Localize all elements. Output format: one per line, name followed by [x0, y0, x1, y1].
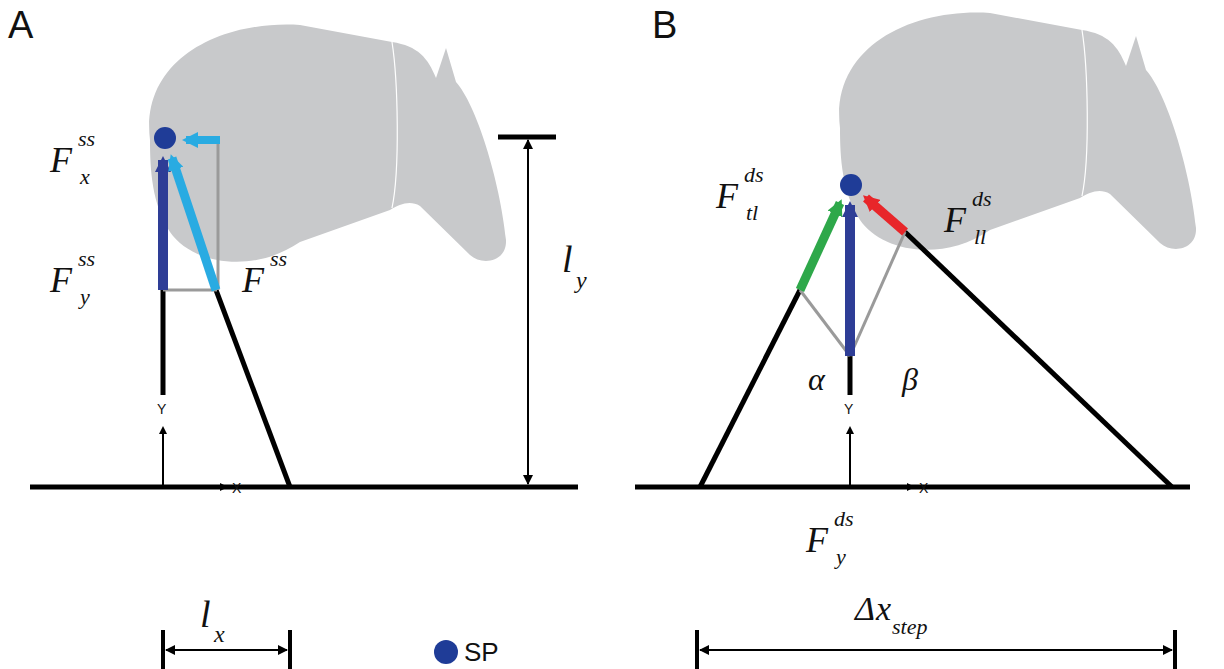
dimension-subscript: x — [214, 622, 225, 646]
force-superscript: ds — [744, 164, 764, 186]
axis-label: Y — [844, 402, 853, 416]
dimension-subscript: y — [576, 268, 587, 292]
force-symbol: F — [242, 262, 264, 298]
force-subscript: x — [80, 166, 90, 188]
force-superscript: ss — [78, 248, 95, 270]
panel-letter: B — [652, 6, 677, 44]
legend-swatch — [434, 640, 458, 664]
force-symbol: F — [50, 142, 72, 178]
dimension-symbol: x — [876, 592, 891, 626]
force-symbol: F — [806, 522, 828, 558]
force-subscript: ll — [974, 226, 986, 248]
force-superscript: ds — [972, 188, 992, 210]
dimension-symbol: l — [200, 595, 211, 633]
dimension-subscript: step — [892, 616, 927, 638]
force-symbol: F — [944, 202, 966, 238]
legend-text: SP — [464, 639, 499, 665]
force-symbol: F — [50, 262, 72, 298]
force-superscript: ss — [270, 248, 287, 270]
force-subscript: y — [836, 546, 846, 568]
horse-silhouette — [839, 13, 1196, 250]
angle-label: β — [902, 363, 918, 395]
force-subscript: tl — [746, 202, 758, 224]
axis-label: X — [232, 481, 241, 495]
dimension-symbol: l — [562, 240, 573, 278]
horse-silhouette — [149, 25, 506, 262]
force-subscript: y — [80, 286, 90, 308]
axis-label: X — [919, 481, 928, 495]
force-superscript: ds — [834, 508, 854, 530]
force-symbol: F — [716, 178, 738, 214]
axis-label: Y — [157, 402, 166, 416]
dimension-symbol: Δ — [855, 592, 875, 626]
angle-label: α — [808, 363, 825, 395]
panel-letter: A — [8, 6, 33, 44]
force-superscript: ss — [78, 128, 95, 150]
